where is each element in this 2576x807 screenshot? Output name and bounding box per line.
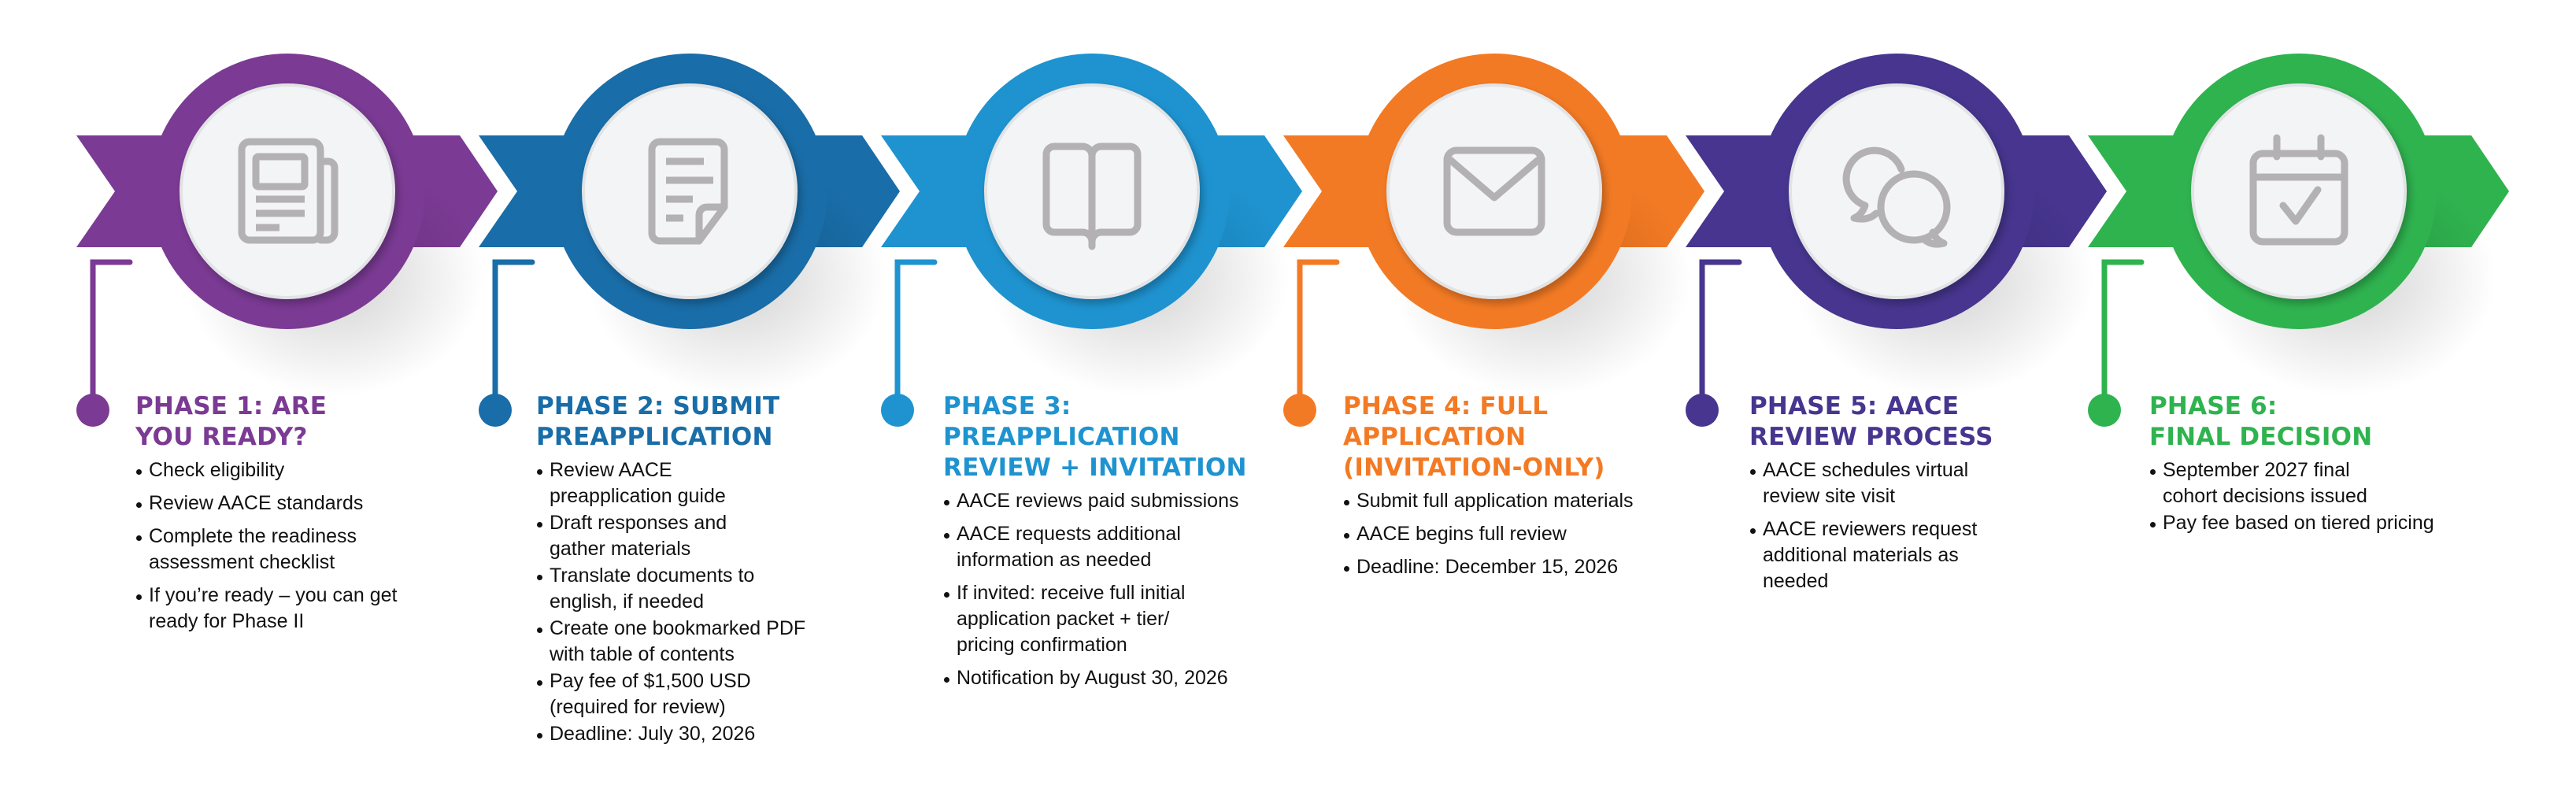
list-item: Deadline: July 30, 2026 — [536, 721, 817, 747]
inner-circle — [180, 83, 395, 299]
inner-circle — [582, 83, 798, 299]
phase-2-connector-line — [492, 259, 535, 406]
list-item: Check eligibility — [135, 457, 409, 483]
document-icon — [648, 138, 728, 245]
phase-4-badge — [1283, 54, 1691, 427]
phase-4-connector-dot — [1283, 394, 1316, 427]
phase-1-connector-line — [90, 259, 133, 406]
list-item: Review AACE standards — [135, 490, 409, 516]
list-item: AACE reviewers request additional materi… — [1749, 516, 1999, 594]
calendar-check-icon — [2249, 134, 2348, 246]
envelope-icon — [1443, 146, 1545, 236]
phase-5-connector-dot — [1686, 394, 1719, 427]
phase-3-title: PHASE 3: PREAPPLICATION REVIEW + INVITAT… — [943, 392, 1247, 482]
phase-3-badge — [881, 54, 1289, 427]
phase-1-text: PHASE 1: ARE YOU READY? Check eligibilit… — [135, 391, 474, 642]
phase-6-connector-line — [2101, 259, 2145, 406]
phase-2-text: PHASE 2: SUBMIT PREAPPLICATION Review AA… — [536, 391, 875, 748]
list-item: AACE begins full review — [1343, 521, 1687, 547]
phase-4-title: PHASE 4: FULL APPLICATION (INVITATION-ON… — [1343, 392, 1605, 482]
phase-2-badge — [479, 54, 886, 427]
chat-bubbles-icon — [1842, 146, 1951, 248]
inner-circle — [1386, 83, 1602, 299]
phase-2-connector-dot — [479, 394, 512, 427]
phase-3-connector-line — [894, 259, 938, 406]
list-item: AACE requests additional information as … — [943, 521, 1216, 573]
phase-3-list: AACE reviews paid submissions AACE reque… — [943, 488, 1282, 691]
phase-1-badge — [76, 54, 484, 427]
phase-4-connector-line — [1297, 259, 1340, 406]
phase-5-list: AACE schedules virtual review site visit… — [1749, 457, 2088, 594]
list-item: Create one bookmarked PDF with table of … — [536, 616, 817, 668]
list-item: Complete the readiness assessment checkl… — [135, 524, 409, 576]
list-item: Deadline: December 15, 2026 — [1343, 554, 1687, 580]
phase-2-title: PHASE 2: SUBMIT PREAPPLICATION — [536, 392, 780, 451]
phase-6-badge — [2088, 54, 2496, 427]
inner-circle — [2191, 83, 2407, 299]
phase-3-connector-dot — [881, 394, 914, 427]
phase-6-connector-dot — [2088, 394, 2121, 427]
list-item: Translate documents to english, if neede… — [536, 563, 762, 615]
phase-4-list: Submit full application materials AACE b… — [1343, 488, 1682, 580]
phase-6-title: PHASE 6: FINAL DECISION — [2149, 392, 2373, 451]
list-item: AACE reviews paid submissions — [943, 488, 1271, 514]
list-item: Review AACE preapplication guide — [536, 457, 762, 509]
list-item: AACE schedules virtual review site visit — [1749, 457, 2015, 509]
phase-3-text: PHASE 3: PREAPPLICATION REVIEW + INVITAT… — [943, 391, 1282, 698]
phase-5-badge — [1686, 54, 2093, 427]
list-item: Pay fee of $1,500 USD (required for revi… — [536, 668, 778, 720]
phase-6-text: PHASE 6: FINAL DECISION September 2027 f… — [2149, 391, 2488, 537]
inner-circle — [1789, 83, 2004, 299]
list-item: Notification by August 30, 2026 — [943, 665, 1271, 691]
list-item: Draft responses and gather materials — [536, 510, 762, 562]
phase-1-connector-dot — [76, 394, 109, 427]
phase-2-list: Review AACE preapplication guide Draft r… — [536, 457, 875, 747]
phase-4-text: PHASE 4: FULL APPLICATION (INVITATION-ON… — [1343, 391, 1682, 587]
phase-1-list: Check eligibility Review AACE standards … — [135, 457, 474, 635]
list-item: September 2027 final cohort decisions is… — [2149, 457, 2399, 509]
list-item: Submit full application materials — [1343, 488, 1687, 514]
phase-1-title: PHASE 1: ARE YOU READY? — [135, 392, 328, 451]
newspaper-icon — [238, 138, 339, 244]
list-item: If you’re ready – you can get ready for … — [135, 583, 409, 635]
phase-5-text: PHASE 5: AACE REVIEW PROCESS AACE schedu… — [1749, 391, 2088, 602]
list-item: Pay fee based on tiered pricing — [2149, 510, 2493, 536]
phase-5-connector-line — [1699, 259, 1742, 406]
open-book-icon — [1042, 143, 1142, 250]
phase-5-title: PHASE 5: AACE REVIEW PROCESS — [1749, 392, 1993, 451]
list-item: If invited: receive full initial applica… — [943, 580, 1228, 658]
phase-6-list: September 2027 final cohort decisions is… — [2149, 457, 2488, 536]
